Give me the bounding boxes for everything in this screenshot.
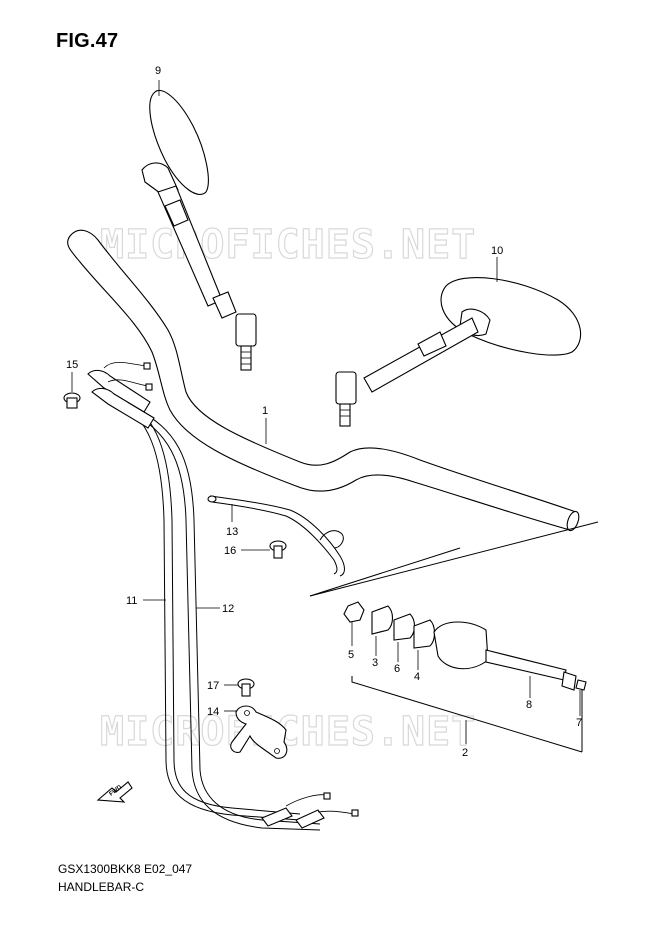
clamp-part-13 (207, 495, 345, 577)
handlebar-part (67, 229, 580, 532)
callout-3: 3 (372, 657, 378, 669)
callout-9: 9 (155, 65, 161, 77)
callout-13: 13 (226, 526, 238, 538)
leader-lines (71, 80, 581, 744)
callout-5: 5 (348, 649, 354, 661)
callout-15: 15 (66, 359, 78, 371)
watermark-bottom: MICROFICHES.NET (100, 709, 476, 755)
figure-title: FIG.47 (56, 30, 119, 52)
callout-16: 16 (224, 545, 236, 557)
screw-part-17 (237, 678, 255, 697)
callout-12: 12 (222, 603, 234, 615)
right-mirror-part (335, 277, 582, 427)
callout-11: 11 (126, 595, 137, 607)
callout-6: 6 (394, 663, 400, 675)
forward-arrow-icon: FWD (96, 781, 133, 803)
screw-part-15 (63, 392, 81, 409)
callout-10: 10 (491, 245, 503, 257)
callout-14: 14 (207, 706, 219, 718)
screw-part-16 (269, 540, 287, 559)
callout-7: 7 (576, 717, 582, 729)
left-mirror-part (141, 90, 257, 371)
callout-1: 1 (262, 405, 268, 417)
throttle-cables (87, 362, 359, 831)
watermark-top: MICROFICHES.NET (100, 222, 476, 268)
bar-end-assembly (309, 521, 599, 753)
figure-code: GSX1300BKK8 E02_047 (58, 862, 193, 876)
bracket-part-14 (230, 705, 288, 759)
figure-name: HANDLEBAR-C (58, 880, 145, 894)
callout-8: 8 (526, 699, 532, 711)
callout-4: 4 (414, 671, 420, 683)
callout-17: 17 (207, 680, 219, 692)
callout-2: 2 (462, 747, 468, 759)
